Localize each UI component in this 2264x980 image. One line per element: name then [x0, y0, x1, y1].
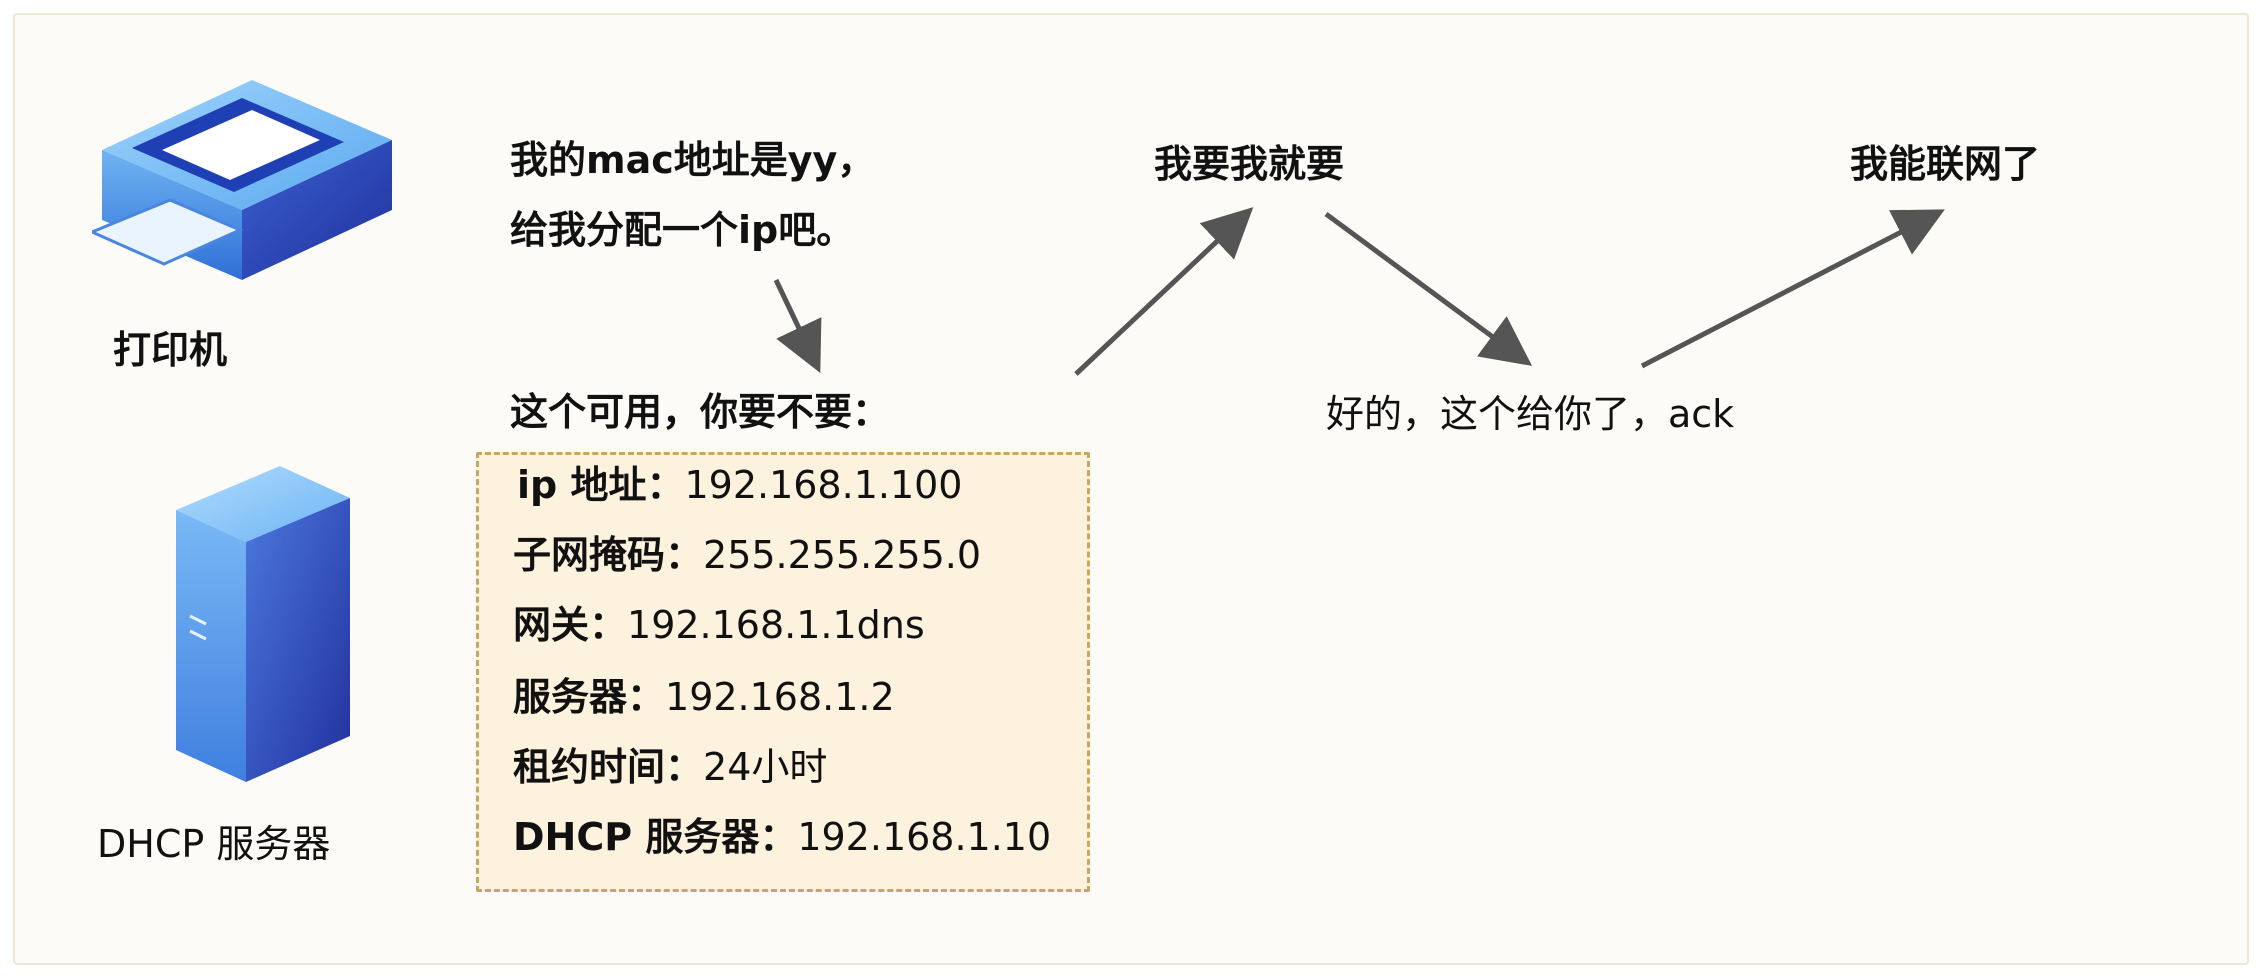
discover-message-line2: 给我分配一个ip吧。 [510, 208, 855, 252]
offer-row-gateway: 网关：192.168.1.1dns [513, 603, 925, 647]
offer-row-lease: 租约时间：24小时 [513, 745, 828, 789]
offer-title: 这个可用，你要不要： [510, 390, 891, 434]
connected-message: 我能联网了 [1850, 142, 2041, 186]
ack-message: 好的，这个给你了，ack [1326, 392, 1735, 436]
request-message: 我要我就要 [1154, 142, 1345, 186]
offer-row-dhcp-server: DHCP 服务器：192.168.1.10 [513, 815, 1052, 859]
dhcp-server-label: DHCP 服务器 [97, 822, 331, 866]
printer-icon [92, 80, 392, 280]
printer-label: 打印机 [113, 328, 228, 372]
offer-details-box: ip 地址：192.168.1.100 子网掩码：255.255.255.0 网… [476, 452, 1090, 892]
offer-row-ip: ip 地址：192.168.1.100 [517, 463, 963, 507]
discover-message-line1: 我的mac地址是yy， [510, 138, 876, 182]
server-icon [176, 466, 350, 782]
offer-row-subnet: 子网掩码：255.255.255.0 [513, 533, 982, 577]
offer-row-dns-server: 服务器：192.168.1.2 [513, 675, 895, 719]
